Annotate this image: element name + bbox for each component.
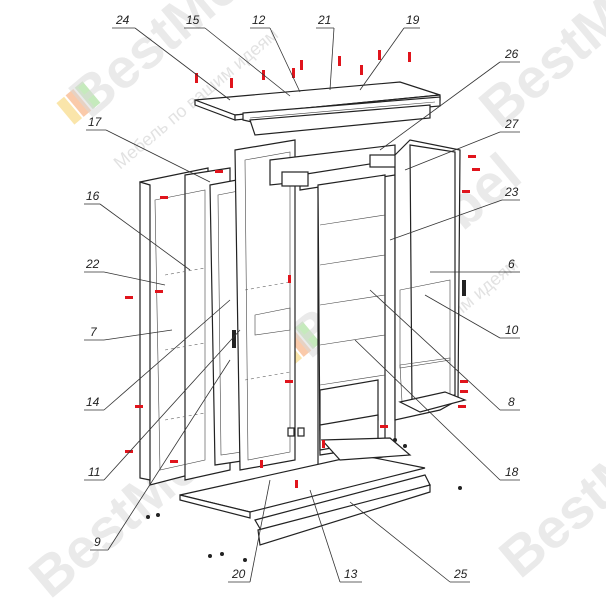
part-labels: 24 15 12 21 19 26 27 17 16 23 22 6 7 10 …: [85, 13, 520, 581]
label-16: 16: [86, 189, 100, 203]
fittings-dark: [146, 438, 462, 562]
watermark-brand-5: BestMebel: [467, 0, 606, 139]
label-11: 11: [88, 465, 100, 479]
label-18: 18: [505, 465, 519, 479]
label-15: 15: [186, 13, 200, 27]
label-6: 6: [508, 257, 515, 271]
label-22: 22: [85, 257, 100, 271]
label-13: 13: [344, 567, 358, 581]
label-26: 26: [504, 47, 519, 61]
label-12: 12: [252, 13, 266, 27]
label-23: 23: [504, 185, 519, 199]
right-module: [394, 139, 467, 421]
leader-lines: [84, 27, 520, 583]
label-24: 24: [115, 13, 130, 27]
label-25: 25: [453, 567, 468, 581]
fasteners-red: [125, 50, 480, 488]
label-8: 8: [508, 395, 515, 409]
top-panel: [194, 81, 441, 123]
rear-bar: [249, 104, 431, 136]
label-9: 9: [94, 535, 101, 549]
label-14: 14: [86, 395, 100, 409]
label-20: 20: [231, 567, 246, 581]
label-21: 21: [317, 13, 331, 27]
label-19: 19: [406, 13, 420, 27]
left-inner-shelves: [234, 139, 296, 471]
watermark-logo-top: [56, 81, 101, 125]
label-27: 27: [504, 117, 520, 131]
label-7: 7: [90, 325, 98, 339]
bottom-panel: [179, 437, 431, 546]
center-module: [269, 144, 401, 469]
label-17: 17: [88, 115, 103, 129]
label-10: 10: [505, 323, 519, 337]
